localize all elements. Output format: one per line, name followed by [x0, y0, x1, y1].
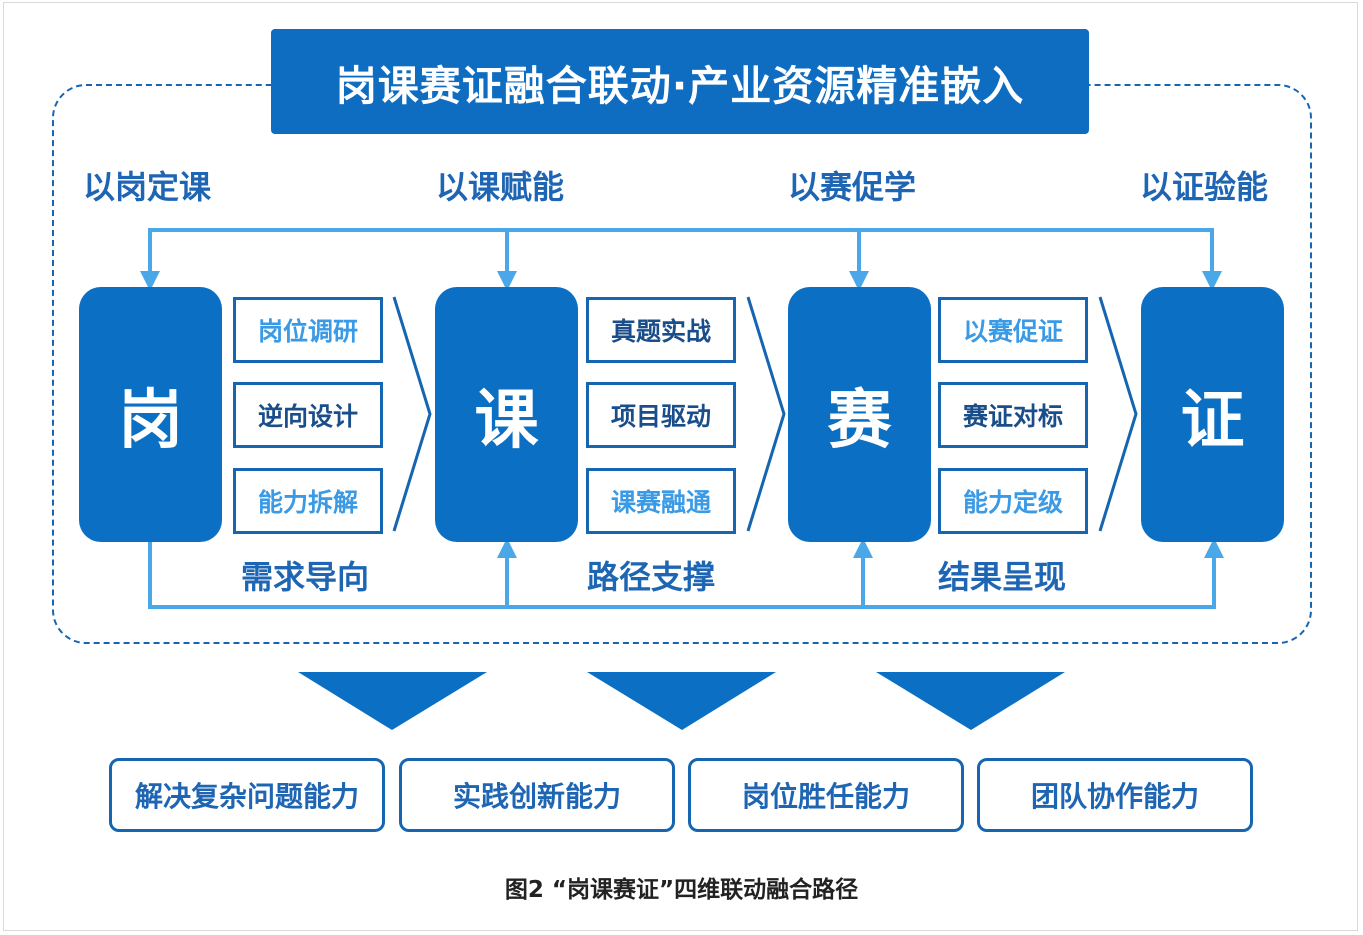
chevron-right-icon	[1098, 296, 1138, 532]
group-1-item-3: 能力拆解	[233, 468, 383, 534]
main-box-gang: 岗	[79, 287, 222, 542]
main-box-sai: 赛	[788, 287, 931, 542]
group-1-item-1: 岗位调研	[233, 297, 383, 363]
group-3-label: 结果呈现	[938, 558, 1067, 596]
group-2-item-2: 项目驱动	[586, 382, 736, 448]
top-label-3: 以赛促学	[788, 168, 917, 206]
group-1-label: 需求导向	[241, 558, 370, 596]
skill-box-1: 解决复杂问题能力	[109, 758, 385, 832]
down-triangle-icon	[876, 672, 1065, 730]
down-triangle-icon	[298, 672, 487, 730]
top-label-4: 以证验能	[1140, 168, 1269, 206]
top-label-2: 以课赋能	[436, 168, 565, 206]
skill-box-2: 实践创新能力	[399, 758, 675, 832]
group-3-item-1: 以赛促证	[938, 297, 1088, 363]
skill-box-3: 岗位胜任能力	[688, 758, 964, 832]
group-2-item-3: 课赛融通	[586, 468, 736, 534]
page-border	[3, 2, 1358, 931]
main-box-ke: 课	[435, 287, 578, 542]
chevron-right-icon	[746, 296, 786, 532]
group-2-item-1: 真题实战	[586, 297, 736, 363]
down-triangle-icon	[587, 672, 776, 730]
main-box-zheng: 证	[1141, 287, 1284, 542]
chevron-right-icon	[392, 296, 432, 532]
group-1-item-2: 逆向设计	[233, 382, 383, 448]
title-banner: 岗课赛证融合联动·产业资源精准嵌入	[271, 29, 1089, 134]
figure-caption: 图2 “岗课赛证”四维联动融合路径	[504, 877, 859, 903]
group-3-item-3: 能力定级	[938, 468, 1088, 534]
group-2-label: 路径支撑	[587, 558, 716, 596]
group-3-item-2: 赛证对标	[938, 382, 1088, 448]
skill-box-4: 团队协作能力	[977, 758, 1253, 832]
top-label-1: 以岗定课	[83, 168, 212, 206]
